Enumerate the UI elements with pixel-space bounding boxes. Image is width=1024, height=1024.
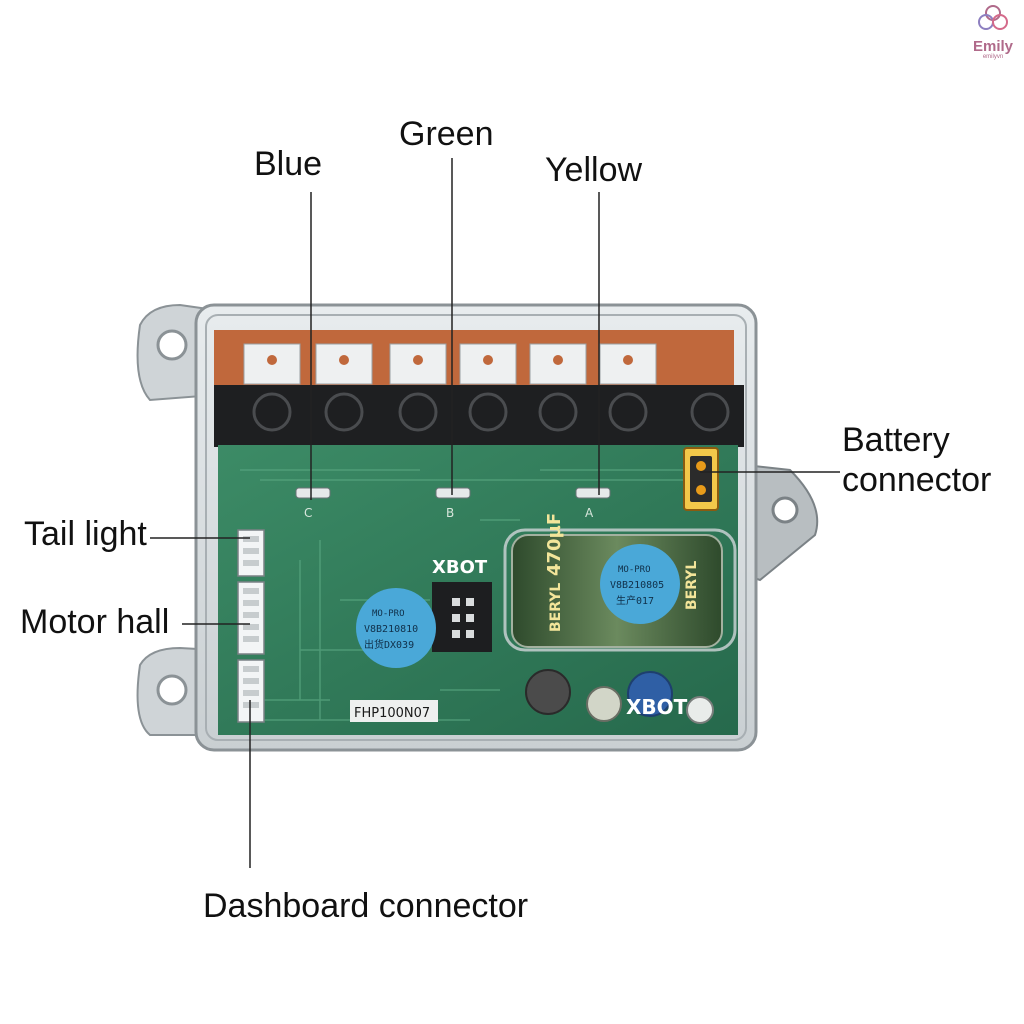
motor-hall-connector-part	[237, 581, 265, 655]
label-battery-line2: connector	[842, 461, 992, 499]
svg-text:470µF: 470µF	[544, 513, 565, 576]
label-dashboard-connector: Dashboard connector	[203, 887, 529, 925]
svg-text:出货DX039: 出货DX039	[364, 638, 414, 651]
mosfet-row	[214, 343, 744, 447]
phase-label-b: B	[446, 506, 454, 520]
svg-text:BERYL: BERYL	[684, 561, 700, 610]
callout-lines	[150, 158, 840, 868]
part-number: FHP100N07	[354, 706, 430, 721]
small-capacitors	[525, 669, 714, 724]
phase-label-a: A	[585, 506, 594, 520]
sticker-left: MO-PRO V8B210810 出货DX039	[356, 588, 436, 668]
battery-connector-part	[683, 447, 719, 511]
dashboard-connector-part	[237, 659, 265, 723]
svg-text:MO-PRO: MO-PRO	[372, 609, 405, 619]
label-motor-hall: Motor hall	[20, 603, 170, 641]
label-battery-connector: Battery connector	[842, 420, 991, 500]
xbot-print-top: XBOT	[432, 557, 488, 578]
label-blue: Blue	[254, 145, 323, 183]
mcu-chip	[432, 582, 492, 652]
part-number-tag	[350, 700, 438, 722]
svg-text:V8B210810: V8B210810	[364, 624, 418, 635]
label-tail-light: Tail light	[24, 515, 147, 553]
svg-text:V8B210805: V8B210805	[610, 580, 664, 591]
svg-text:BERYL: BERYL	[548, 583, 564, 632]
logo-name: Emily	[972, 38, 1014, 55]
xbot-print-bottom: XBOT	[626, 695, 688, 719]
phase-label-c: C	[304, 506, 312, 520]
label-green: Green	[399, 115, 494, 153]
svg-text:生产017: 生产017	[616, 594, 654, 607]
brand-logo: Emily emilyvn	[966, 4, 1020, 60]
svg-text:MO-PRO: MO-PRO	[618, 565, 651, 575]
label-battery-line1: Battery	[842, 421, 950, 459]
tail-light-connector-part	[237, 529, 265, 577]
sticker-right: MO-PRO V8B210805 生产017	[600, 544, 680, 624]
phase-solder-pads	[295, 487, 611, 499]
logo-subtext: emilyvn	[982, 54, 1004, 60]
label-yellow: Yellow	[545, 151, 643, 189]
mount-tab-right	[744, 463, 819, 582]
flower-logo-icon	[978, 5, 1008, 30]
